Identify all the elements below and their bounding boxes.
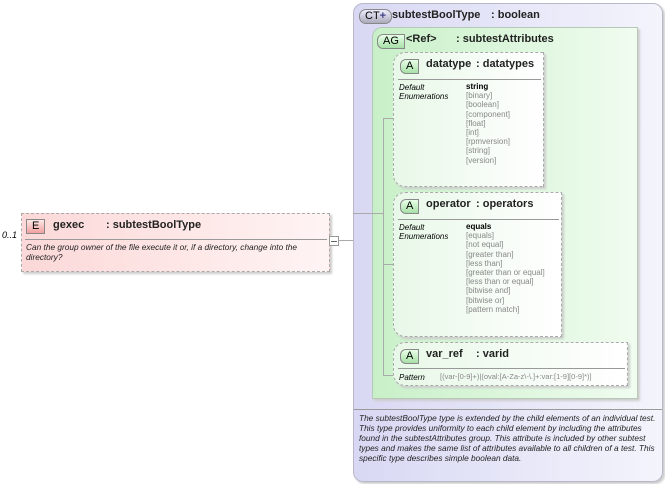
default-label: Default (399, 223, 425, 232)
enum-value: [not equal] (466, 240, 504, 250)
enumerations-label: Enumerations (399, 92, 449, 101)
connector (383, 264, 393, 265)
divider (398, 368, 625, 369)
minus-icon (331, 241, 337, 242)
cardinality: 0..1 (2, 230, 18, 240)
attribute-name: datatype (426, 58, 472, 70)
enum-value: [less than or equal] (466, 277, 534, 287)
element-name: gexec (53, 219, 85, 231)
enumerations-label: Enumerations (399, 232, 449, 241)
complex-type-base: : boolean (491, 9, 540, 21)
enum-value: [string] (466, 146, 491, 156)
enum-value: [boolean] (466, 100, 499, 110)
default-value: equals (466, 222, 492, 231)
collapse-toggle[interactable] (329, 236, 339, 246)
attribute-operator[interactable]: A operator : operators Default Enumerati… (393, 192, 562, 337)
connector (383, 118, 393, 119)
attribute-name: operator (426, 198, 471, 210)
enum-value: [component] (466, 109, 511, 119)
enum-value: [binary] (466, 91, 493, 101)
attribute-group-badge: AG (377, 34, 405, 49)
enum-value: [pattern match] (466, 304, 520, 314)
element-badge: E (26, 219, 46, 234)
pattern-label: Pattern (399, 373, 425, 382)
attribute-badge: A (400, 199, 420, 214)
attribute-datatype[interactable]: A datatype : datatypes Default Enumerati… (393, 52, 544, 187)
pattern-value: [(var-[0-9]+)|(oval:[A-Za-z\-\.]+:var:[1… (440, 372, 592, 381)
complex-type-badge: CT+ (359, 9, 393, 24)
connector (383, 375, 393, 376)
attribute-group-ref: <Ref> (406, 33, 437, 45)
enum-value: [greater than or equal] (466, 268, 545, 278)
attribute-name: var_ref (426, 348, 463, 360)
divider (354, 409, 662, 410)
element-gexec[interactable]: E gexec : subtestBoolType Can the group … (21, 213, 330, 272)
connector (339, 240, 353, 241)
default-value: string (466, 82, 489, 91)
attribute-type: : operators (476, 198, 534, 210)
element-type: : subtestBoolType (106, 219, 202, 231)
connector (353, 213, 383, 214)
attribute-type: : varid (476, 348, 510, 360)
enum-value: [float] (466, 118, 486, 128)
divider (398, 219, 559, 220)
enum-value: [version] (466, 155, 497, 165)
enum-value: [bitwise and] (466, 286, 511, 296)
enum-value: [bitwise or] (466, 295, 505, 305)
attribute-group-type: : subtestAttributes (456, 33, 554, 45)
enum-value: [less than] (466, 258, 503, 268)
enum-value: [equals] (466, 231, 495, 241)
attribute-badge: A (400, 59, 420, 74)
element-doc: Can the group owner of the file execute … (26, 242, 298, 262)
enum-value: [rpmversion] (466, 137, 511, 147)
complex-type-doc: The subtestBoolType type is extended by … (359, 413, 656, 463)
divider (25, 239, 327, 240)
divider (398, 79, 541, 80)
attribute-var-ref[interactable]: A var_ref : varid Pattern [(var-[0-9]+)|… (393, 342, 628, 386)
attribute-badge: A (400, 349, 420, 364)
enum-value: [int] (466, 128, 479, 138)
plus-icon: + (379, 10, 387, 22)
default-label: Default (399, 83, 425, 92)
complex-type-name: subtestBoolType (392, 9, 481, 21)
enum-value: [greater than] (466, 249, 514, 259)
connector (383, 118, 384, 376)
attribute-type: : datatypes (476, 58, 535, 70)
